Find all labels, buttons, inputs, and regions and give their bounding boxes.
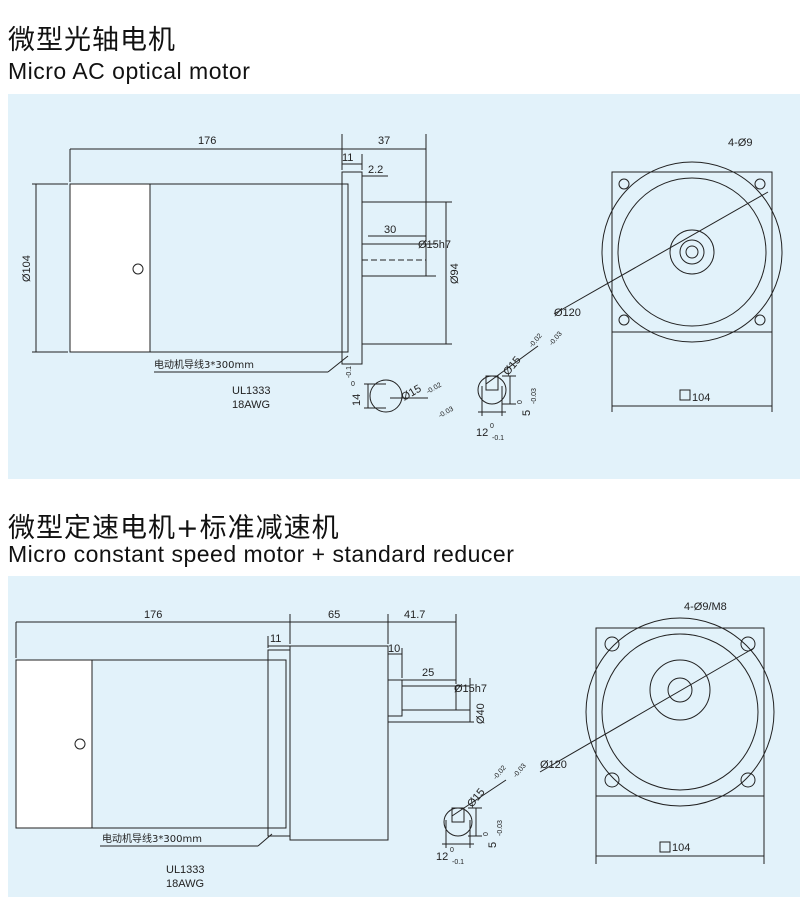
detail2-kw-tol-dn: -0.03: [531, 388, 538, 404]
dim-shaft-total: 41.7: [404, 609, 425, 621]
detail-dia-tol-up: -0.02: [492, 764, 508, 781]
dim-pcd: Ø120: [554, 307, 581, 319]
wire-spec: UL1333: [232, 385, 271, 397]
dim-flange: 11: [342, 152, 353, 164]
detail2-dia-tol-up: -0.02: [528, 332, 544, 349]
section1-drawing-panel: 176 37 11 2.2 30 Ø15h7 Ø104 Ø94 Ø120 4-Ø…: [8, 94, 800, 479]
detail2-key-width: 5: [521, 410, 533, 416]
detail2-dia: Ø15: [501, 354, 524, 378]
dim-holes: 4-Ø9: [728, 137, 752, 149]
dim-length: 176: [144, 609, 162, 621]
gearbox-body: [289, 645, 389, 841]
detail1-kh-tol-dn: -0.1: [346, 366, 353, 378]
detail-dia: Ø15: [465, 786, 488, 810]
mount-hole-icon: [618, 178, 630, 190]
dim-length: 176: [198, 135, 216, 147]
detail2-kw-tol-up: 0: [517, 400, 524, 404]
front-view-pcd-circle: [585, 617, 775, 807]
mount-hole-icon: [618, 314, 630, 326]
mount-hole-icon: [604, 772, 620, 788]
section2-drawing: 176 65 41.7 11 10 25 Ø15h7 Ø40 Ø120 4-Ø9…: [15, 601, 775, 890]
wire-awg: 18AWG: [166, 878, 204, 890]
section1-title-en: Micro AC optical motor: [8, 58, 251, 84]
dim-shaft-dia: Ø15h7: [418, 239, 451, 251]
shaft-detail-1: [369, 379, 403, 413]
mount-hole-icon: [754, 314, 766, 326]
dim-shaft-total: 37: [378, 135, 390, 147]
motor-end-cap: [69, 183, 151, 353]
section1-title-cn: 微型光轴电机: [8, 25, 176, 56]
detail1-kh-tol-up: 0: [351, 381, 355, 388]
dim-square: 104: [692, 392, 710, 404]
dim-shaft-dia: Ø15h7: [454, 683, 487, 695]
dim-boss: 10: [388, 643, 400, 655]
dim-holes: 4-Ø9/M8: [684, 601, 727, 613]
dim-gear-len: 65: [328, 609, 340, 621]
detail1-dia: Ø15: [400, 383, 424, 404]
front-view-square: [595, 627, 765, 797]
wire-awg: 18AWG: [232, 399, 270, 411]
wire-spec: UL1333: [166, 864, 205, 876]
front-view-pcd-circle: [601, 161, 783, 343]
dim-step: 2.2: [368, 164, 383, 176]
detail-kw-tol-up: 0: [483, 832, 490, 836]
section2-drawing-panel: 176 65 41.7 11 10 25 Ø15h7 Ø40 Ø120 4-Ø9…: [8, 576, 800, 897]
front-view-square: [611, 171, 773, 333]
detail2-kd-tol-up: 0: [490, 423, 494, 430]
motor-flange: [267, 649, 291, 837]
dim-boss-dia: Ø40: [475, 703, 487, 724]
detail-key-width: 5: [487, 842, 499, 848]
output-shaft: [401, 685, 457, 711]
detail-kw-tol-dn: -0.03: [497, 820, 504, 836]
detail1-dia-tol-dn: -0.03: [438, 406, 455, 420]
screw-icon: [74, 738, 86, 750]
detail-dia-tol-dn: -0.03: [512, 762, 528, 779]
mount-hole-icon: [740, 772, 756, 788]
detail2-dia-tol-dn: -0.03: [548, 330, 564, 347]
dim-shaft-len: 25: [422, 667, 434, 679]
wire-label: 电动机导线3*300mm: [154, 358, 254, 371]
detail-kd-tol-dn: -0.1: [452, 859, 464, 866]
mount-hole-icon: [754, 178, 766, 190]
detail1-dia-tol-up: -0.02: [426, 382, 443, 396]
dim-pilot-dia: Ø94: [449, 263, 461, 284]
detail-kd-tol-up: 0: [450, 847, 454, 854]
dim-shaft-len: 30: [384, 224, 396, 236]
wire-label: 电动机导线3*300mm: [102, 832, 202, 845]
gearbox-boss: [387, 679, 403, 717]
detail-key-depth: 12: [436, 851, 448, 863]
detail1-key-height: 14: [351, 394, 363, 406]
detail2-kd-tol-dn: -0.1: [492, 435, 504, 442]
section2-title-en: Micro constant speed motor + standard re…: [8, 541, 515, 567]
dim-pcd: Ø120: [540, 759, 567, 771]
mount-hole-icon: [604, 636, 620, 652]
dim-square: 104: [672, 842, 690, 854]
motor-end-cap: [15, 659, 93, 829]
dim-body-dia: Ø104: [21, 255, 33, 282]
section1-drawing: 176 37 11 2.2 30 Ø15h7 Ø104 Ø94 Ø120 4-Ø…: [21, 134, 783, 442]
screw-icon: [132, 263, 144, 275]
section2-title-cn: 微型定速电机+标准减速机: [8, 513, 340, 544]
motor-flange: [341, 171, 363, 365]
dim-flange: 11: [270, 633, 281, 645]
detail2-key-depth: 12: [476, 427, 488, 439]
